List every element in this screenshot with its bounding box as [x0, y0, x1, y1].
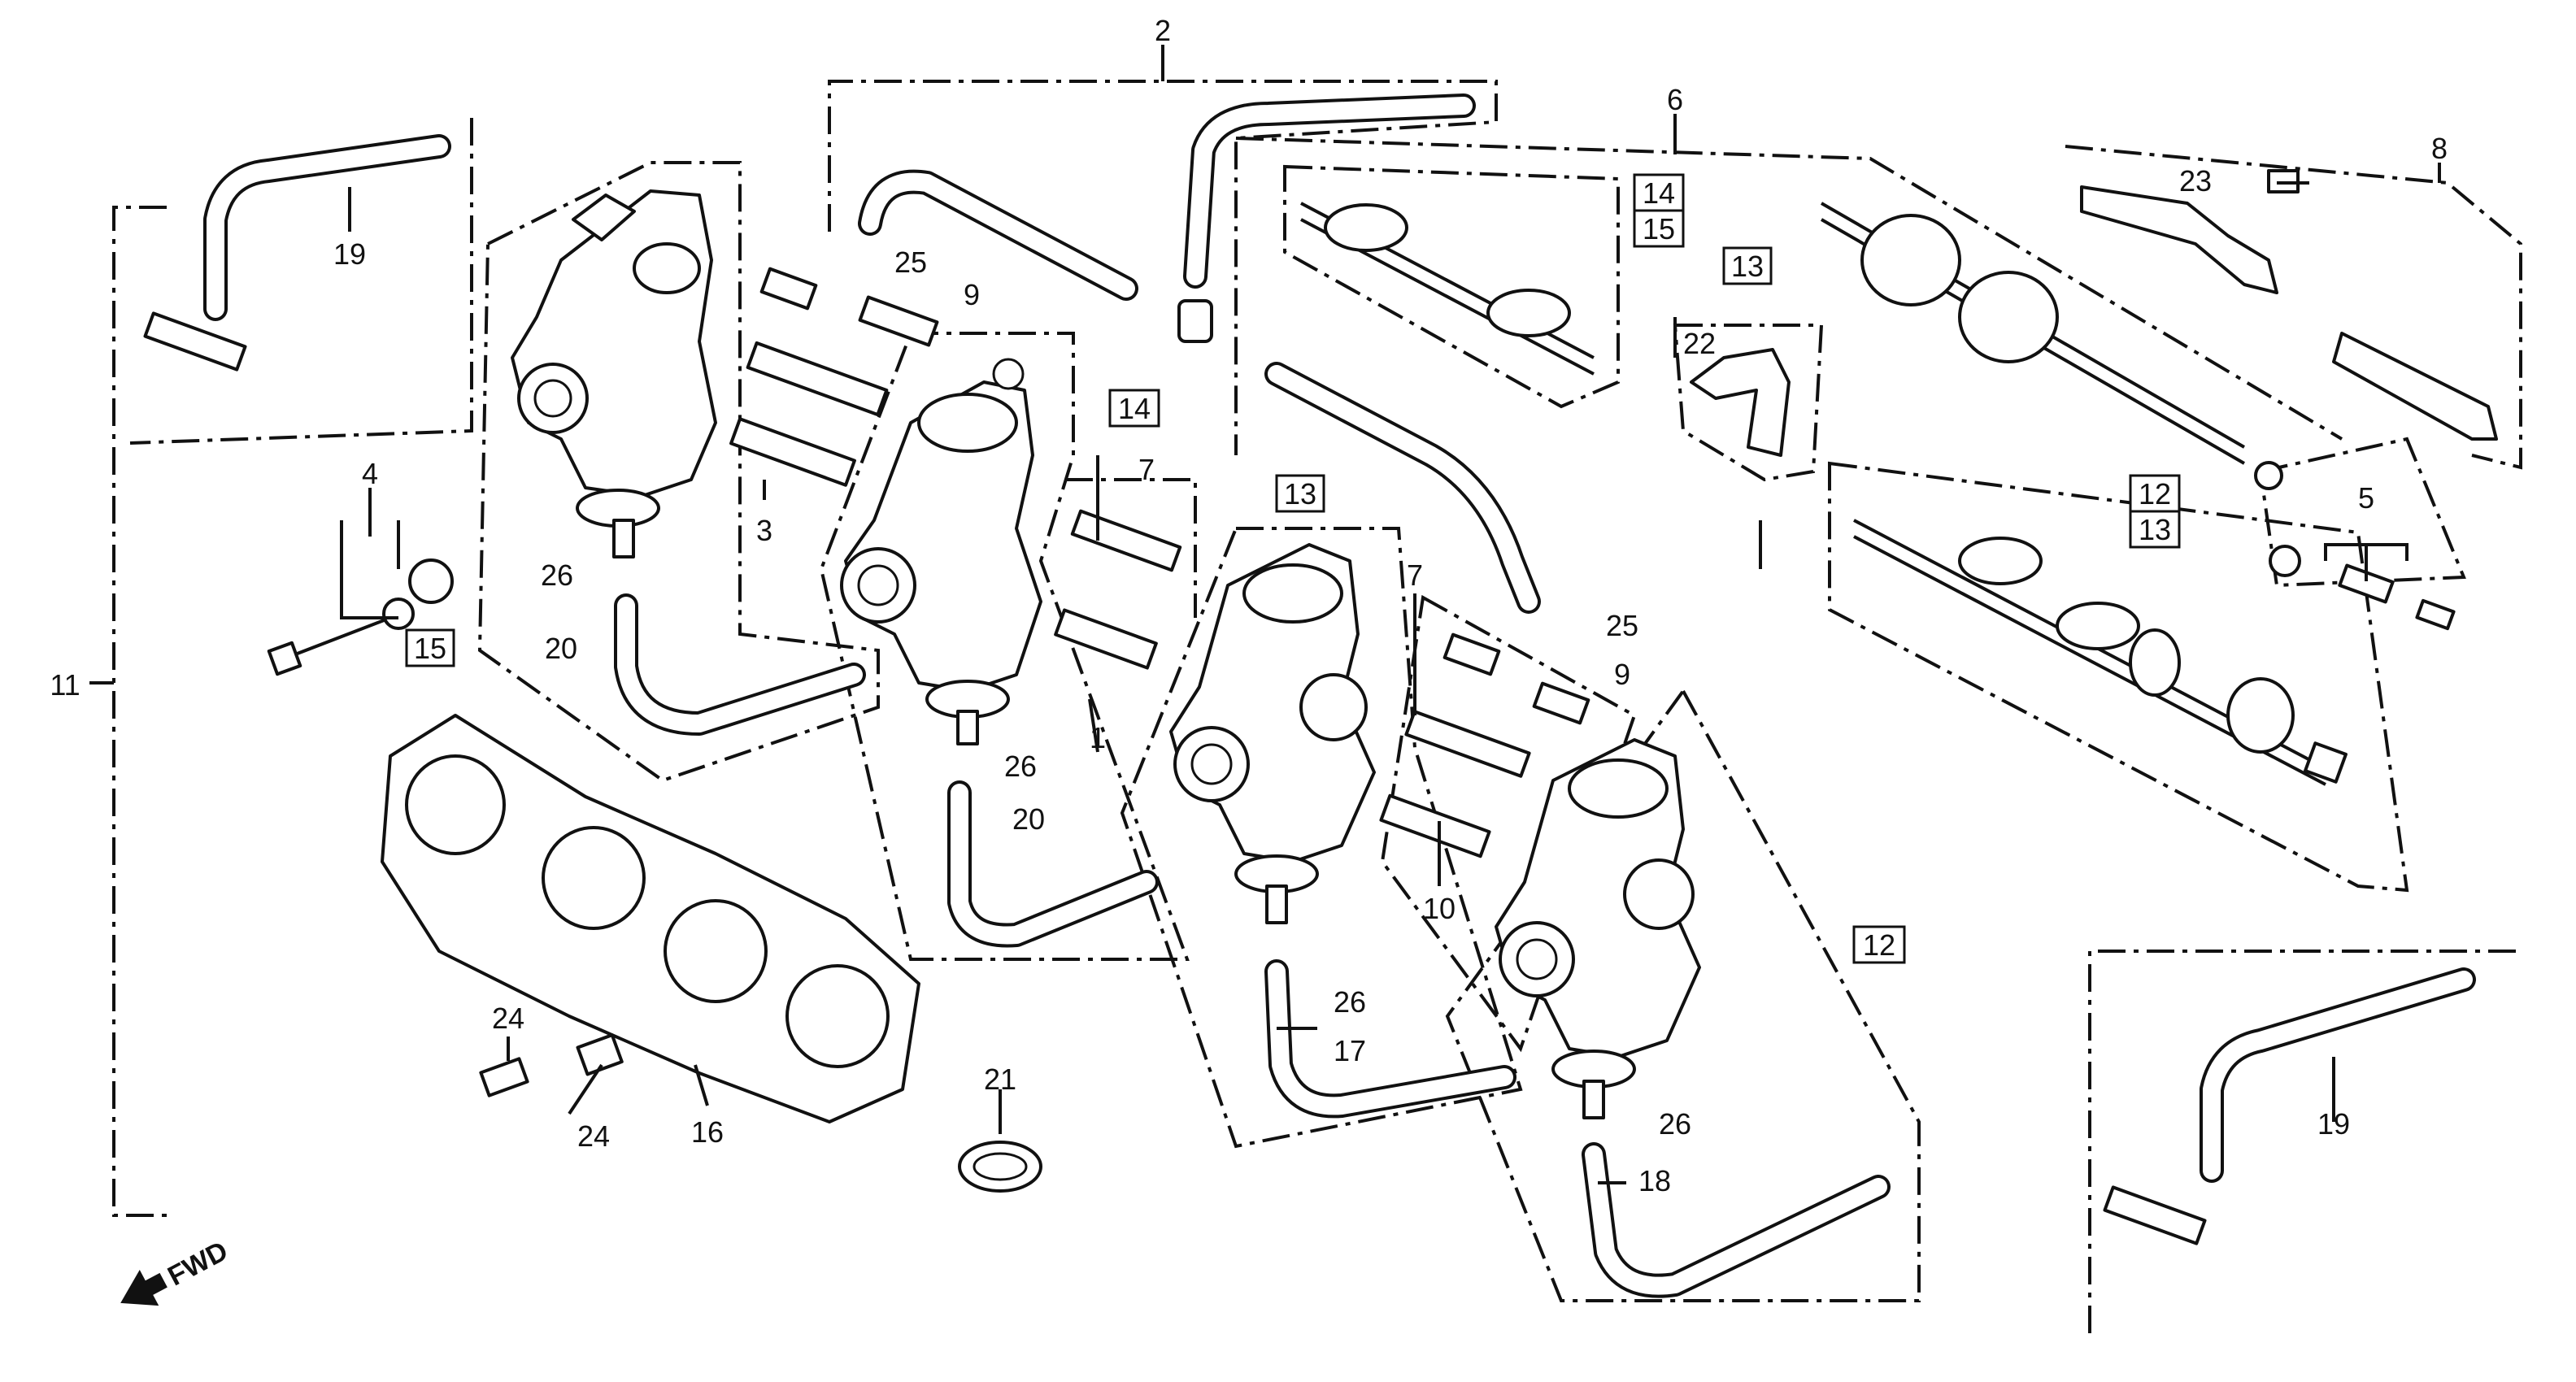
- fwd-label: FWD: [163, 1236, 233, 1293]
- joint-box-7: [1065, 478, 1197, 618]
- boxed-15-carb1: 15: [414, 632, 446, 665]
- boxed-12-carb4: 12: [1863, 928, 1895, 962]
- callout-2: 2: [1155, 14, 1171, 47]
- callout-22: 22: [1683, 327, 1716, 360]
- callout-10: 10: [1423, 892, 1456, 925]
- callout-20-carb1: 20: [545, 632, 577, 665]
- boxed-13-carb3: 13: [1284, 477, 1316, 511]
- callout-numbers: 2 6 8 19 25 9 23 22 4 3 7 5 26 20 7 25 9…: [50, 14, 2448, 1197]
- joint-box-9-10: [1380, 594, 1637, 1053]
- callout-16: 16: [691, 1115, 724, 1149]
- throttle-linkage: [1300, 185, 2498, 786]
- callout-19-left: 19: [333, 237, 366, 271]
- group-outlines: [89, 45, 2522, 1333]
- boxed-15-shaft: 15: [1643, 212, 1675, 246]
- forward-arrow: FWD: [120, 1236, 233, 1306]
- fuel-hoses: [203, 93, 2476, 1298]
- callout-9-upper: 9: [964, 278, 980, 311]
- fuel-tee-box-right: [2088, 950, 2521, 1333]
- callout-4: 4: [362, 457, 378, 490]
- callout-7-mid: 7: [1138, 453, 1155, 486]
- callout-26-carb2: 26: [1004, 750, 1037, 783]
- callout-20-carb2: 20: [1012, 802, 1045, 836]
- callout-26-carb4: 26: [1659, 1107, 1691, 1141]
- callout-17: 17: [1334, 1034, 1366, 1067]
- callout-11: 11: [50, 668, 80, 702]
- callout-24-lower: 24: [577, 1119, 610, 1153]
- boxed-14-shaft: 14: [1643, 176, 1675, 210]
- assembly-bracket-11: [112, 206, 167, 1217]
- intake-holder-16: [381, 714, 920, 1123]
- callout-3: 3: [756, 514, 772, 547]
- callout-9-lower: 9: [1614, 658, 1630, 691]
- carburetor-4-outline: [1445, 688, 1921, 1302]
- callout-24-upper: 24: [492, 1002, 524, 1035]
- screw-box-5: [2258, 437, 2466, 588]
- link-plate-box-8: [2065, 145, 2522, 470]
- callout-7-right: 7: [1407, 558, 1423, 592]
- callout-25-lower: 25: [1606, 609, 1638, 642]
- carburetor-bodies: [511, 189, 1701, 1119]
- carburetor-2: [840, 358, 1042, 745]
- hose-bracket-2: [828, 80, 1498, 455]
- boxed-14-carb2: 14: [1118, 392, 1151, 425]
- callout-8: 8: [2431, 132, 2448, 165]
- callout-23: 23: [2179, 164, 2212, 198]
- leader-lines: [340, 181, 2408, 1184]
- carburetor-1-outline: [477, 161, 880, 783]
- link-arm-box-22: [1673, 324, 1824, 482]
- callout-18: 18: [1638, 1164, 1671, 1197]
- callout-25-upper: 25: [894, 246, 927, 279]
- boxed-callouts: 15 14 13 12 14 15 13 12 13: [405, 173, 2181, 964]
- carburetor-3: [1169, 543, 1376, 924]
- fuel-tee-box-left: [129, 118, 473, 445]
- throttle-assembly-box: [1235, 137, 2343, 441]
- hose-18-carb4: [1582, 1142, 1891, 1298]
- boxed-12-lower-shaft: 12: [2139, 477, 2171, 511]
- small-parts: [143, 169, 2456, 1245]
- callout-21: 21: [984, 1063, 1016, 1096]
- carburetor-3-outline: [1120, 527, 1523, 1149]
- boxed-13-lower-shaft: 13: [2139, 513, 2171, 546]
- shaft-box-14-15: [1283, 164, 1620, 409]
- callout-26-carb3: 26: [1334, 985, 1366, 1019]
- callout-19-right: 19: [2317, 1107, 2350, 1141]
- callout-5: 5: [2358, 481, 2374, 515]
- callout-26-carb1: 26: [541, 558, 573, 592]
- carburetor-4: [1495, 738, 1701, 1119]
- forward-arrow-icon: [120, 1270, 168, 1306]
- shaft-box-12-13: [1828, 461, 2409, 893]
- callout-6: 6: [1667, 83, 1683, 116]
- callout-1: 1: [1090, 721, 1106, 754]
- boxed-13-link: 13: [1731, 250, 1764, 283]
- carburetor-2-outline: [819, 332, 1190, 961]
- carburetor-1: [511, 189, 717, 558]
